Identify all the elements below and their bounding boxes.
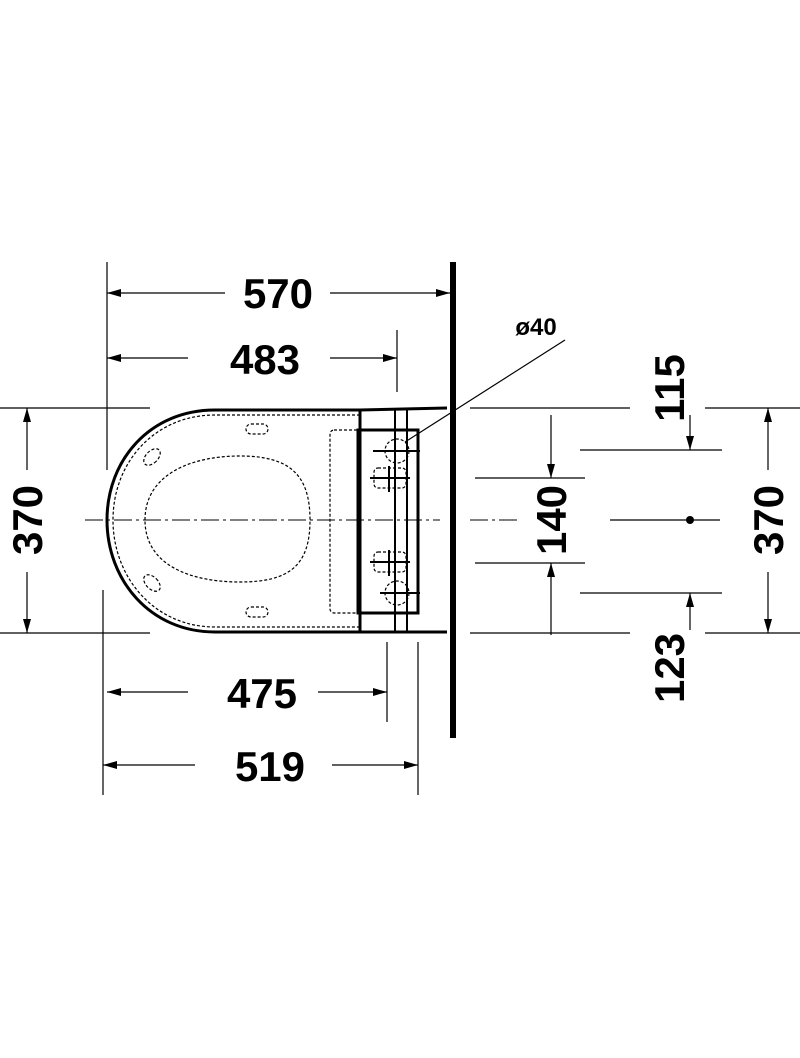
dimension-519: 519 (103, 743, 418, 790)
svg-text:483: 483 (230, 336, 300, 383)
dimension-483: 483 (107, 336, 397, 383)
svg-text:570: 570 (243, 270, 313, 317)
svg-text:115: 115 (646, 354, 693, 422)
outlet-center-dot (686, 516, 694, 524)
extension-lines (0, 262, 800, 795)
svg-text:475: 475 (227, 670, 297, 717)
outlet-diameter-callout: ø40 (404, 314, 566, 443)
dimension-475: 475 (107, 670, 387, 717)
dimension-123: 123 (646, 593, 694, 703)
dimension-115: 115 (646, 354, 694, 450)
svg-text:140: 140 (528, 485, 575, 555)
svg-text:123: 123 (646, 633, 693, 703)
dimension-140: 140 (528, 415, 575, 635)
dimension-570: 570 (107, 270, 450, 317)
svg-text:370: 370 (745, 485, 792, 555)
svg-text:ø40: ø40 (515, 314, 556, 341)
toilet-body (105, 406, 448, 634)
dimension-370-left: 370 (4, 408, 51, 633)
svg-text:370: 370 (4, 485, 51, 555)
svg-text:519: 519 (235, 743, 305, 790)
dimension-370-right: 370 (745, 408, 792, 633)
